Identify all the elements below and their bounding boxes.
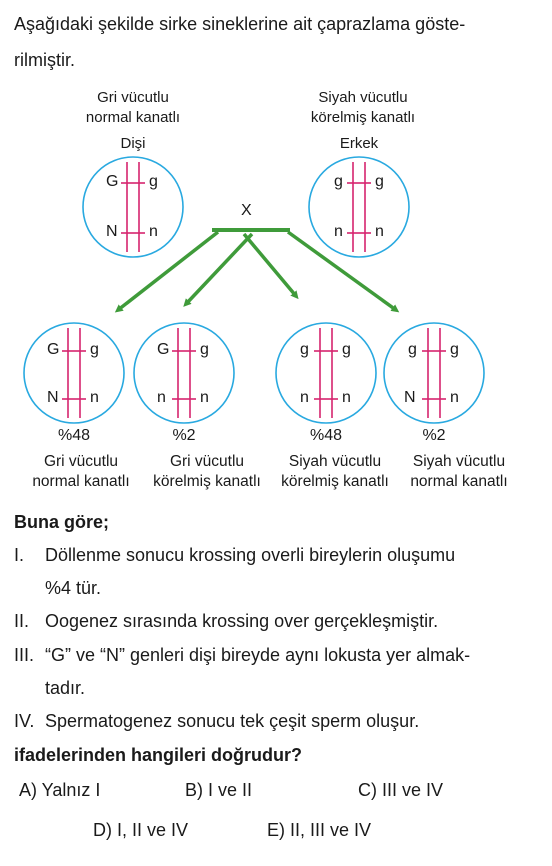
offspring-4-percent: %2 bbox=[422, 427, 446, 444]
statement-1-line-2: %4 tür. bbox=[45, 578, 102, 598]
offspring-3-caption: Siyah vücutlu körelmiş kanatlı bbox=[272, 452, 398, 492]
offspring-1-caption-line-2: normal kanatlı bbox=[32, 473, 130, 490]
male-caption-line-1: Siyah vücutlu bbox=[318, 89, 408, 106]
female-caption-line-2: normal kanatlı bbox=[85, 109, 181, 126]
arrow-to-offspring-2 bbox=[183, 232, 254, 307]
offspring-2-caption: Gri vücutlu körelmiş kanatlı bbox=[146, 452, 268, 492]
statement-3-line-2: tadır. bbox=[45, 678, 86, 698]
offspring-2-allele-top-right: g bbox=[200, 341, 209, 358]
offspring-4-caption-line-2: normal kanatlı bbox=[410, 473, 508, 490]
male-chromosomes bbox=[347, 162, 371, 252]
female-allele-top-left: G bbox=[106, 173, 119, 190]
female-chromosomes bbox=[121, 162, 145, 252]
statement-1-number: I. bbox=[14, 545, 25, 565]
offspring-1-allele-top-left: G bbox=[47, 341, 60, 358]
offspring-2-caption-line-1: Gri vücutlu bbox=[169, 453, 245, 470]
arrow-to-offspring-1 bbox=[114, 230, 220, 313]
offspring-3-caption-line-1: Siyah vücutlu bbox=[288, 453, 382, 470]
offspring-2-allele-bottom-right: n bbox=[200, 389, 209, 406]
offspring-3-percent: %48 bbox=[309, 427, 343, 444]
female-caption-line-1: Gri vücutlu bbox=[97, 89, 169, 106]
option-c[interactable]: C) III ve IV bbox=[358, 780, 444, 800]
offspring-3-circle bbox=[275, 322, 377, 424]
male-allele-bottom-left: n bbox=[334, 223, 343, 240]
offspring-4-caption-line-1: Siyah vücutlu bbox=[412, 453, 506, 470]
statement-3-line-1: “G” ve “N” genleri dişi bireyde aynı lok… bbox=[45, 645, 471, 665]
offspring-1-circle bbox=[23, 322, 125, 424]
option-a[interactable]: A) Yalnız I bbox=[19, 780, 101, 800]
statement-2-line-1: Oogenez sırasında krossing over gerçekle… bbox=[45, 611, 439, 631]
offspring-3-caption-line-2: körelmiş kanatlı bbox=[281, 473, 389, 490]
female-sex-label: Dişi bbox=[120, 135, 146, 152]
male-allele-bottom-right: n bbox=[375, 223, 384, 240]
offspring-1-allele-bottom-left: N bbox=[47, 389, 59, 406]
offspring-4-allele-top-left: g bbox=[408, 341, 417, 358]
option-b[interactable]: B) I ve II bbox=[185, 780, 253, 800]
offspring-4-allele-bottom-right: n bbox=[450, 389, 459, 406]
offspring-3-allele-top-right: g bbox=[342, 341, 351, 358]
offspring-4-caption: Siyah vücutlu normal kanatlı bbox=[400, 452, 518, 492]
female-cell-circle bbox=[82, 156, 184, 258]
female-allele-bottom-left: N bbox=[106, 223, 118, 240]
offspring-2-allele-top-left: G bbox=[157, 341, 170, 358]
offspring-1-chromosomes bbox=[62, 328, 86, 418]
offspring-4-circle bbox=[383, 322, 485, 424]
arrow-to-offspring-4 bbox=[286, 230, 400, 313]
statement-1-line-1: Döllenme sonucu krossing overli bireyler… bbox=[45, 545, 456, 565]
offspring-1-allele-bottom-right: n bbox=[90, 389, 99, 406]
offspring-2-chromosomes bbox=[172, 328, 196, 418]
offspring-4-allele-top-right: g bbox=[450, 341, 459, 358]
statement-2-number: II. bbox=[14, 611, 30, 631]
male-allele-top-right: g bbox=[375, 173, 384, 190]
offspring-1-allele-top-right: g bbox=[90, 341, 99, 358]
male-cell-circle bbox=[308, 156, 410, 258]
offspring-2-percent: %2 bbox=[172, 427, 196, 444]
question-prompt: ifadelerinden hangileri doğrudur? bbox=[14, 745, 303, 765]
offspring-2-circle bbox=[133, 322, 235, 424]
female-caption: Gri vücutlu normal kanatlı bbox=[83, 88, 183, 128]
statement-3-number: III. bbox=[14, 645, 35, 665]
male-caption: Siyah vücutlu körelmiş kanatlı bbox=[303, 88, 423, 128]
option-d[interactable]: D) I, II ve IV bbox=[93, 820, 189, 840]
intro-line-1: Aşağıdaki şekilde sirke sineklerine ait … bbox=[14, 14, 466, 34]
offspring-2-allele-bottom-left: n bbox=[157, 389, 166, 406]
intro-line-2: rilmiştir. bbox=[14, 50, 75, 70]
offspring-1-caption: Gri vücutlu normal kanatlı bbox=[22, 452, 140, 492]
offspring-4-chromosomes bbox=[422, 328, 446, 418]
statement-4-line-1: Spermatogenez sonucu tek çeşit sperm olu… bbox=[45, 711, 420, 731]
male-sex-label: Erkek bbox=[339, 135, 379, 152]
offspring-3-allele-bottom-left: n bbox=[300, 389, 309, 406]
offspring-1-percent: %48 bbox=[57, 427, 91, 444]
offspring-3-allele-top-left: g bbox=[300, 341, 309, 358]
offspring-1-caption-line-1: Gri vücutlu bbox=[43, 453, 119, 470]
arrow-to-offspring-3 bbox=[242, 232, 299, 300]
male-allele-top-left: g bbox=[334, 173, 343, 190]
statement-4-number: IV. bbox=[14, 711, 35, 731]
offspring-3-chromosomes bbox=[314, 328, 338, 418]
female-allele-bottom-right: n bbox=[149, 223, 158, 240]
offspring-2-caption-line-2: körelmiş kanatlı bbox=[153, 473, 261, 490]
offspring-4-allele-bottom-left: N bbox=[404, 389, 416, 406]
male-caption-line-2: körelmiş kanatlı bbox=[310, 109, 416, 126]
cross-symbol: X bbox=[241, 202, 252, 219]
question-lead: Buna göre; bbox=[14, 512, 110, 532]
female-allele-top-right: g bbox=[149, 173, 158, 190]
offspring-3-allele-bottom-right: n bbox=[342, 389, 351, 406]
option-e[interactable]: E) II, III ve IV bbox=[267, 820, 372, 840]
cross-diagram bbox=[23, 156, 485, 424]
